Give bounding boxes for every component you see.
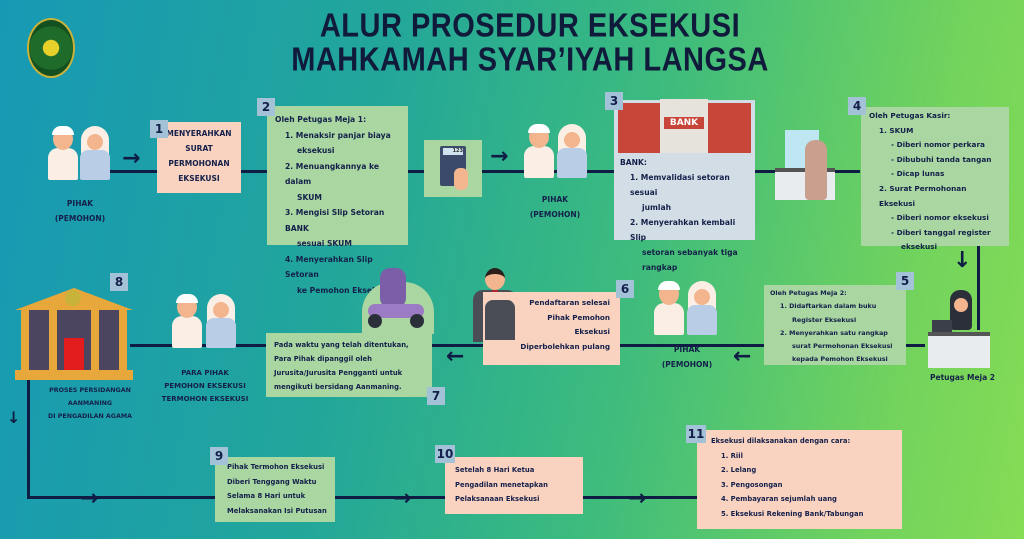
cashier-illustration [775, 130, 839, 200]
petugas-meja-2-illustration [928, 290, 998, 368]
step-2-box: Oleh Petugas Meja 1: 1. Menaksir panjar … [267, 106, 408, 295]
step-5-badge: 5 [896, 272, 914, 290]
officer-illustration-front [485, 300, 515, 340]
pihak-label: PIHAK(PEMOHON) [529, 195, 581, 219]
step-4-box: Oleh Petugas Kasir: 1. SKUM - Diberi nom… [861, 107, 1009, 251]
arrow-right-icon: → [122, 146, 141, 171]
step-6-badge: 6 [616, 280, 634, 298]
step-9-badge: 9 [210, 447, 228, 465]
step-10-badge: 10 [435, 445, 455, 463]
pihak-label: PIHAK(PEMOHON) [661, 345, 713, 369]
court-building-illustration [15, 288, 133, 380]
arrow-down-icon: ↓ [7, 408, 21, 427]
arrow-down-icon: ↓ [953, 248, 972, 273]
courier-motorbike-illustration [362, 268, 434, 334]
petugas-meja-2-label: Petugas Meja 2 [929, 373, 996, 382]
step-7-box: Pada waktu yang telah ditentukan,Para Pi… [266, 333, 432, 397]
step-3-box: BANK BANK: 1. Memvalidasi setoran sesuai… [614, 99, 755, 272]
arrow-right-icon: → [80, 486, 99, 511]
bank-building-illustration: BANK [618, 99, 751, 153]
connector-row3 [27, 496, 697, 499]
step-8-badge: 8 [110, 273, 128, 291]
arrow-left-icon: ← [446, 344, 465, 369]
connector-row1 [110, 170, 860, 173]
title-line-1: ALUR PROSEDUR EKSEKUSI [319, 7, 741, 45]
pihak-label: PIHAK(PEMOHON) [54, 199, 106, 223]
connector-vertical-right [977, 245, 980, 330]
calculator-icon: 123 [424, 140, 482, 197]
step-4-badge: 4 [848, 97, 866, 115]
court-logo [27, 18, 75, 78]
arrow-right-icon: → [393, 486, 412, 511]
arrow-left-icon: ← [733, 344, 752, 369]
connector-vertical-left [27, 378, 30, 499]
step-7-badge: 7 [427, 387, 445, 405]
arrow-right-icon: → [490, 144, 509, 169]
step-11-badge: 11 [686, 425, 706, 443]
step-3-badge: 3 [605, 92, 623, 110]
title-line-2: MAHKAMAH SYAR’IYAH LANGSA [291, 41, 769, 79]
step-5-box: Oleh Petugas Meja 2: 1. Didaftarkan dala… [764, 285, 906, 365]
step-2-badge: 2 [257, 98, 275, 116]
step-11-box: Eksekusi dilaksanakan dengan cara: 1. Ri… [697, 430, 902, 529]
step-1-badge: 1 [150, 120, 168, 138]
arrow-right-icon: → [628, 486, 647, 511]
